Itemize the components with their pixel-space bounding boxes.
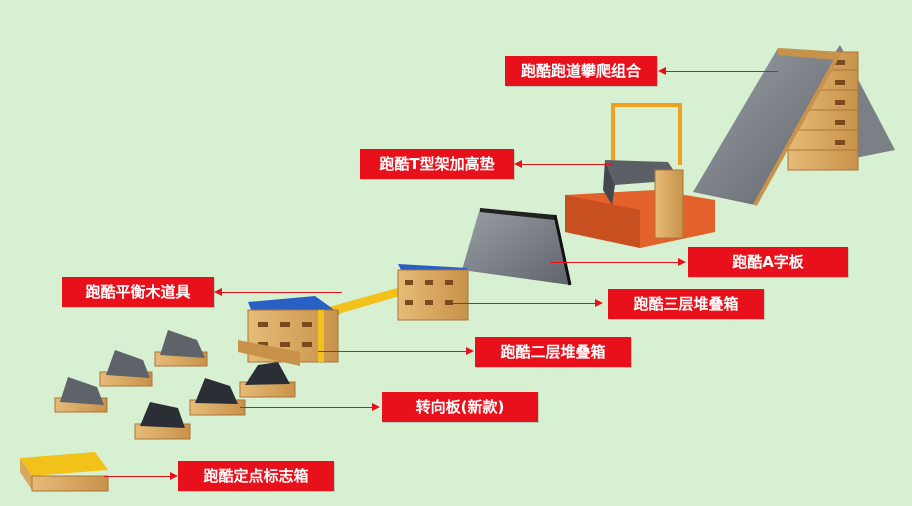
label-turning-board: 转向板(新款) bbox=[382, 392, 538, 422]
label-three-tier: 跑酷三层堆叠箱 bbox=[608, 289, 764, 319]
connector-three-tier bbox=[445, 299, 603, 307]
climb-ramp-icon bbox=[693, 45, 895, 206]
label-balance-beam: 跑酷平衡木道具 bbox=[62, 277, 214, 307]
stack-box-icon bbox=[318, 264, 469, 321]
label-a-board: 跑酷A字板 bbox=[688, 247, 848, 277]
connector-a-board bbox=[550, 258, 686, 266]
a-board-icon bbox=[462, 208, 572, 286]
connector-two-tier bbox=[318, 347, 474, 355]
label-two-tier: 跑酷二层堆叠箱 bbox=[475, 337, 631, 367]
connector-marker bbox=[104, 472, 178, 480]
label-t-frame: 跑酷T型架加高垫 bbox=[360, 149, 514, 179]
balance-beam-icon bbox=[238, 296, 340, 366]
label-climb-combo: 跑酷跑道攀爬组合 bbox=[505, 56, 657, 86]
connector-balance bbox=[214, 288, 342, 296]
connector-climb bbox=[658, 67, 778, 75]
marker-box-icon bbox=[20, 452, 109, 492]
label-marker-box: 跑酷定点标志箱 bbox=[178, 461, 334, 491]
springboard-icon bbox=[54, 330, 296, 440]
connector-turning bbox=[240, 403, 380, 411]
t-frame-icon bbox=[565, 103, 715, 248]
connector-t-frame bbox=[514, 160, 612, 168]
